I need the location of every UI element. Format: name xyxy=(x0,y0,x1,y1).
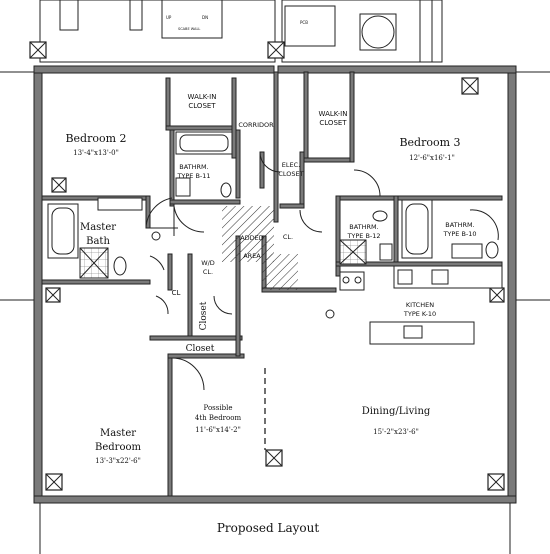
label-bathroom-b11-1: BATHRM. xyxy=(179,163,208,171)
label-added-area-2: AREA xyxy=(243,252,261,260)
room-name-master-bedroom-2: Bedroom xyxy=(95,442,141,453)
label-corridor: CORRIDOR xyxy=(238,121,274,129)
room-name-possible-1: Possible xyxy=(204,404,233,412)
added-area-hatch xyxy=(222,206,274,262)
structural-columns xyxy=(29,41,505,491)
label-bathroom-b12-1: BATHRM. xyxy=(349,223,378,231)
label-cl-right: CL. xyxy=(283,233,293,241)
room-dims-bedroom-3: 12'-6"x16'-1" xyxy=(409,154,455,162)
label-dn: DN xyxy=(202,15,208,20)
label-pcb: PCB xyxy=(300,20,308,25)
label-up: UP xyxy=(166,15,172,20)
room-name-bedroom-3: Bedroom 3 xyxy=(399,136,460,149)
label-kitchen-2: TYPE K-10 xyxy=(403,310,436,318)
label-bathroom-b10-1: BATHRM. xyxy=(445,221,474,229)
label-bathroom-b12-2: TYPE B-12 xyxy=(346,232,380,240)
room-name-master-bedroom-1: Master xyxy=(100,428,136,439)
label-elec-closet-2: CLOSET xyxy=(278,170,303,178)
room-name-bedroom-2: Bedroom 2 xyxy=(65,132,126,145)
room-name-master-bath-2: Bath xyxy=(86,236,110,247)
exterior-walls xyxy=(0,65,550,554)
label-walkin-closet-right-1: WALK-IN xyxy=(319,110,348,118)
room-name-dining-living: Dining/Living xyxy=(362,406,431,417)
corridor-hatch xyxy=(262,254,298,290)
label-closet-horizontal: Closet xyxy=(186,344,215,354)
room-dims-master-bedroom: 13'-3"x22'-6" xyxy=(95,457,141,465)
label-kitchen-1: KITCHEN xyxy=(406,301,434,309)
label-closet-vertical: Closet xyxy=(199,301,209,330)
room-name-possible-2: 4th Bedroom xyxy=(195,414,242,422)
drawing-title: Proposed Layout xyxy=(217,521,320,535)
label-bathroom-b10-2: TYPE B-10 xyxy=(442,230,476,238)
label-walkin-closet-left-1: WALK-IN xyxy=(188,93,217,101)
label-walkin-closet-left-2: CLOSET xyxy=(188,102,216,110)
room-dims-possible: 11'-6"x14'-2" xyxy=(195,426,241,434)
room-name-master-bath-1: Master xyxy=(80,222,116,233)
label-scabe-wall: SCABE WALL xyxy=(178,27,200,31)
upper-building-context: UP DN SCABE WALL PCB xyxy=(39,0,443,63)
fixtures xyxy=(47,131,503,345)
room-dims-dining-living: 15'-2"x23'-6" xyxy=(373,428,419,436)
label-wd-closet-2: CL. xyxy=(203,268,213,276)
label-elec-closet-1: ELEC. xyxy=(282,161,300,169)
label-cl-left: CL xyxy=(172,289,181,297)
label-wd-closet-1: W/D xyxy=(201,259,215,267)
label-walkin-closet-right-2: CLOSET xyxy=(319,119,347,127)
room-dims-bedroom-2: 13'-4"x13'-0" xyxy=(73,149,119,157)
label-added-area-1: ADDED xyxy=(240,234,264,242)
door-swings xyxy=(145,151,499,391)
label-bathroom-b11-2: TYPE B-11 xyxy=(176,172,210,180)
